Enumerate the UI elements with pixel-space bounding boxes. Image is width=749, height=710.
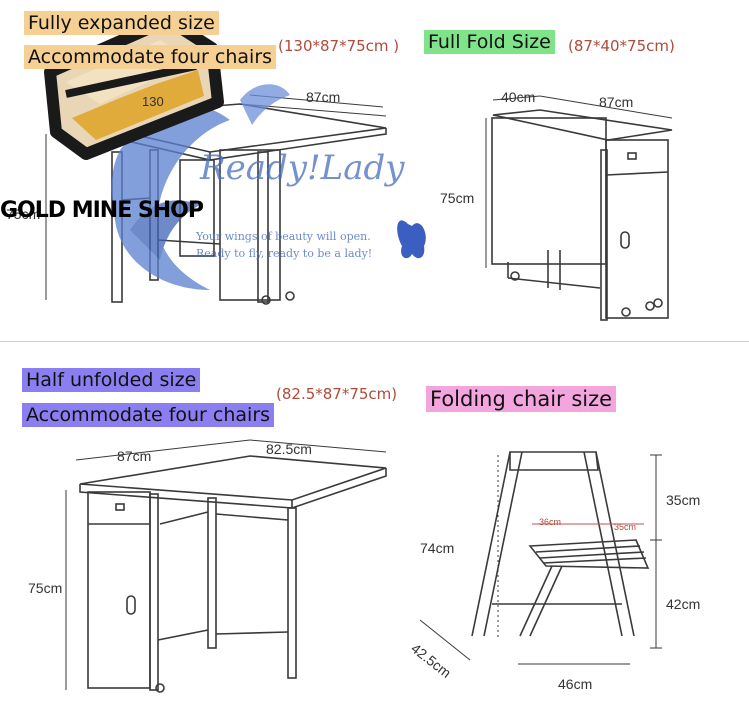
folded-table-drawing [485, 95, 673, 321]
expanded-accommodate-label: Accommodate four chairs [24, 45, 277, 69]
expanded-width-label: 130 [142, 94, 164, 109]
section-divider [0, 341, 749, 342]
half-unfolded-title: Half unfolded size [22, 368, 201, 392]
shop-name: GOLD MINE SHOP [0, 198, 204, 223]
half-unfolded-table-drawing [65, 439, 387, 693]
half-depth-label: 87cm [117, 448, 152, 464]
chair-seat-depth-label: 36cm [539, 517, 562, 527]
butterfly-icon [397, 220, 426, 259]
expanded-depth-label: 87cm [306, 89, 341, 105]
folded-depth-label: 87cm [599, 94, 634, 110]
chair-total-height-label: 74cm [420, 540, 455, 556]
half-height-label: 75cm [28, 580, 63, 596]
full-fold-title: Full Fold Size [424, 30, 555, 54]
half-unfolded-dimensions: (82.5*87*75cm) [276, 385, 398, 403]
folding-chair-drawing [419, 451, 662, 665]
chair-back-height-label: 35cm [666, 492, 701, 508]
watermark-decoration [111, 84, 290, 290]
folded-height-label: 75cm [440, 190, 475, 206]
chair-width-label: 46cm [558, 676, 593, 692]
folded-width-label: 40cm [501, 89, 536, 105]
chair-seat-height-label: 42cm [666, 596, 701, 612]
watermark-line-1: Your wings of beauty will open. [196, 230, 371, 243]
expanded-dimensions: (130*87*75cm ) [278, 37, 400, 55]
watermark-title: Ready!Lady [200, 148, 405, 188]
folding-chair-title: Folding chair size [426, 386, 617, 412]
watermark-line-2: Ready to fly, ready to be a lady! [196, 247, 373, 260]
expanded-size-title: Fully expanded size [24, 11, 219, 35]
half-width-label: 82.5cm [266, 441, 312, 457]
chair-seat-back-label: 35cm [614, 522, 637, 532]
expanded-height-label: 75cm [6, 206, 41, 222]
half-accommodate-label: Accommodate four chairs [22, 403, 275, 427]
full-fold-dimensions: (87*40*75cm) [568, 37, 675, 55]
